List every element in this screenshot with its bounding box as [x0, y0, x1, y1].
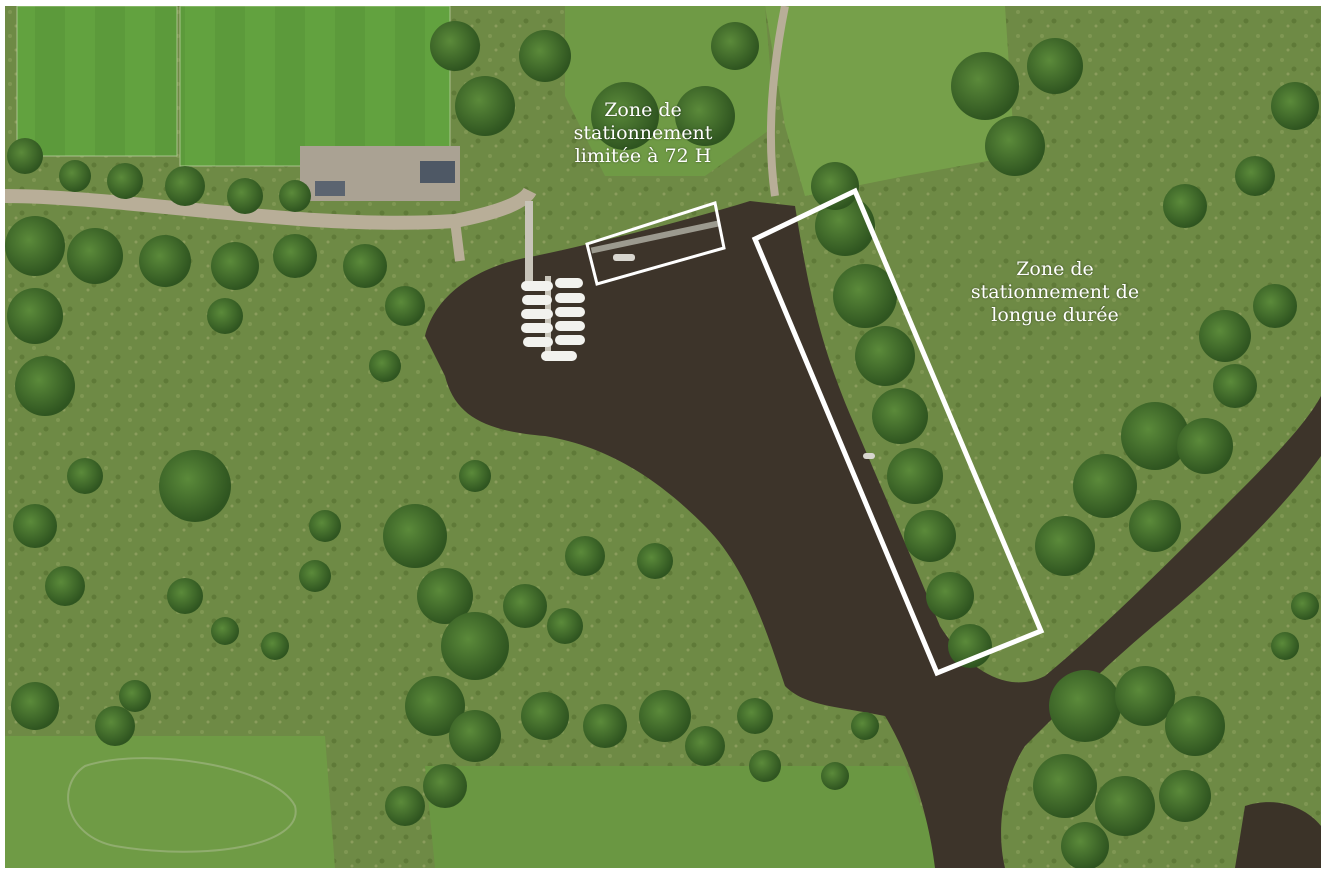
- quay: [590, 220, 720, 254]
- zone-label-line: Zone de: [1016, 258, 1094, 280]
- zone-label-line: longue durée: [991, 304, 1119, 326]
- zone-label-line: limitée à 72 H: [574, 145, 712, 167]
- building: [420, 161, 455, 183]
- river-water: [425, 201, 1321, 868]
- zone-label-long-term: Zone de stationnement de longue durée: [935, 258, 1175, 327]
- meadow-top-right: [765, 6, 1015, 196]
- path: [766, 6, 789, 197]
- moored-boats: [521, 254, 875, 459]
- building: [315, 181, 345, 196]
- track-marks: [67, 757, 297, 853]
- sports-fields: [16, 6, 451, 167]
- road: [450, 220, 465, 262]
- pond: [1235, 802, 1321, 868]
- road: [5, 187, 537, 230]
- field-bottom-center: [425, 766, 945, 868]
- zone-label-line: stationnement: [573, 122, 713, 144]
- jetty: [525, 201, 533, 291]
- aerial-photo-canvas: [5, 6, 1321, 868]
- zone-outline-long-term: [751, 187, 1045, 677]
- zone-label-line: Zone de: [604, 99, 682, 121]
- aerial-map: Zone de stationnement limitée à 72 H Zon…: [5, 6, 1321, 868]
- trees: [5, 21, 1319, 868]
- field-bottom-left: [5, 736, 335, 868]
- zone-outline-short-term: [585, 201, 726, 286]
- zone-label-line: stationnement de: [970, 281, 1140, 303]
- zone-label-short-term: Zone de stationnement limitée à 72 H: [553, 99, 733, 168]
